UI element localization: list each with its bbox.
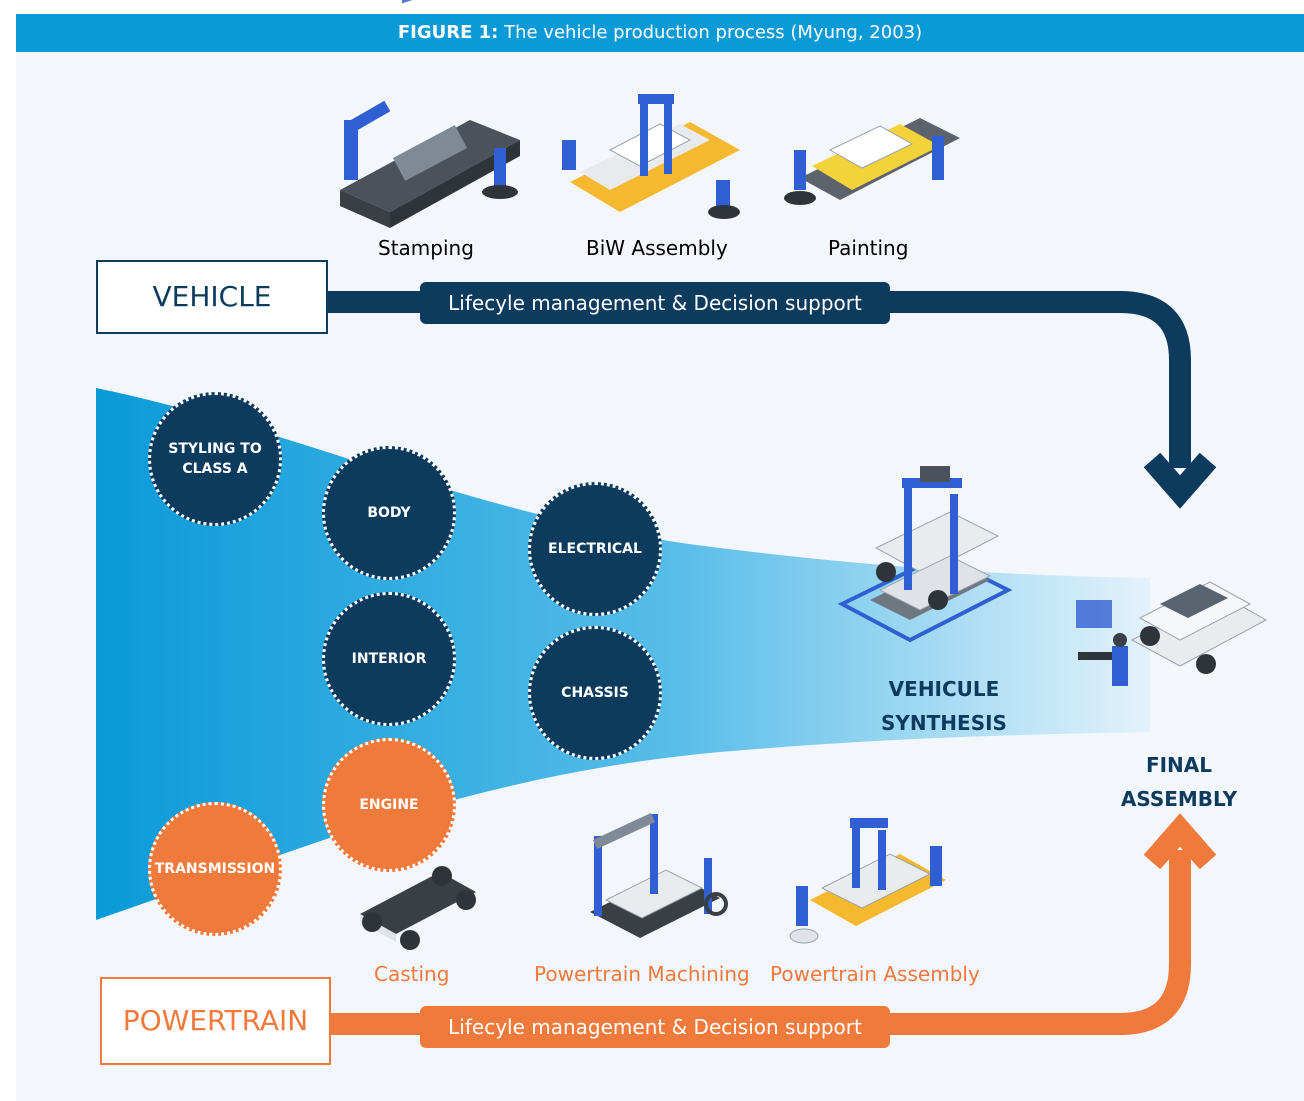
final-assembly-label: FINAL ASSEMBLY [1106, 748, 1252, 816]
vehicule-synthesis-label: VEHICULE SYNTHESIS [874, 672, 1014, 740]
circle-interior: INTERIOR [322, 592, 456, 726]
figure-label: FIGURE 1: [397, 22, 499, 43]
casting-illustration [360, 866, 476, 950]
circle-body: BODY [322, 446, 456, 580]
powertrain-assembly-illustration [789, 818, 946, 944]
vehicule-synthesis-line1: VEHICULE [888, 677, 1000, 701]
vehicle-arrowhead-down-icon [1143, 452, 1217, 509]
circle-electrical: ELECTRICAL [528, 482, 662, 616]
vehicule-synthesis-illustration [837, 466, 1013, 643]
powertrain-machining-illustration [590, 812, 728, 938]
final-assembly-illustration [1076, 581, 1268, 686]
powertrain-lifecycle-bar: Lifecyle management & Decision support [420, 1006, 890, 1048]
figure-title-bar: FIGURE 1: The vehicle production process… [16, 14, 1304, 52]
stage-powertrain-assembly-label: Powertrain Assembly [770, 962, 980, 986]
powertrain-arrowhead-up-icon [1143, 813, 1217, 870]
vehicle-lifecycle-bar: Lifecyle management & Decision support [420, 282, 890, 324]
stage-biw-assembly-label: BiW Assembly [586, 236, 728, 260]
circle-styling-to-class-a: STYLING TO CLASS A [148, 392, 282, 526]
figure-title: The vehicle production process (Myung, 2… [504, 22, 923, 43]
vehicle-flow-line [326, 291, 1191, 468]
circle-engine: ENGINE [322, 738, 456, 872]
vehicle-box: VEHICLE [96, 260, 328, 334]
circle-transmission: TRANSMISSION [148, 802, 282, 936]
powertrain-box: POWERTRAIN [100, 977, 331, 1065]
stage-painting-label: Painting [828, 236, 909, 260]
stage-stamping-label: Stamping [378, 236, 474, 260]
circle-chassis: CHASSIS [528, 626, 662, 760]
biw-assembly-illustration [562, 94, 740, 219]
final-assembly-line2: ASSEMBLY [1120, 787, 1238, 811]
powertrain-flow-line [330, 850, 1191, 1035]
vehicule-synthesis-line2: SYNTHESIS [881, 711, 1007, 735]
stage-powertrain-machining-label: Powertrain Machining [534, 962, 750, 986]
stage-casting-label: Casting [374, 962, 450, 986]
final-assembly-line1: FINAL [1145, 753, 1213, 777]
painting-illustration [784, 118, 960, 205]
stamping-illustration [340, 0, 520, 228]
